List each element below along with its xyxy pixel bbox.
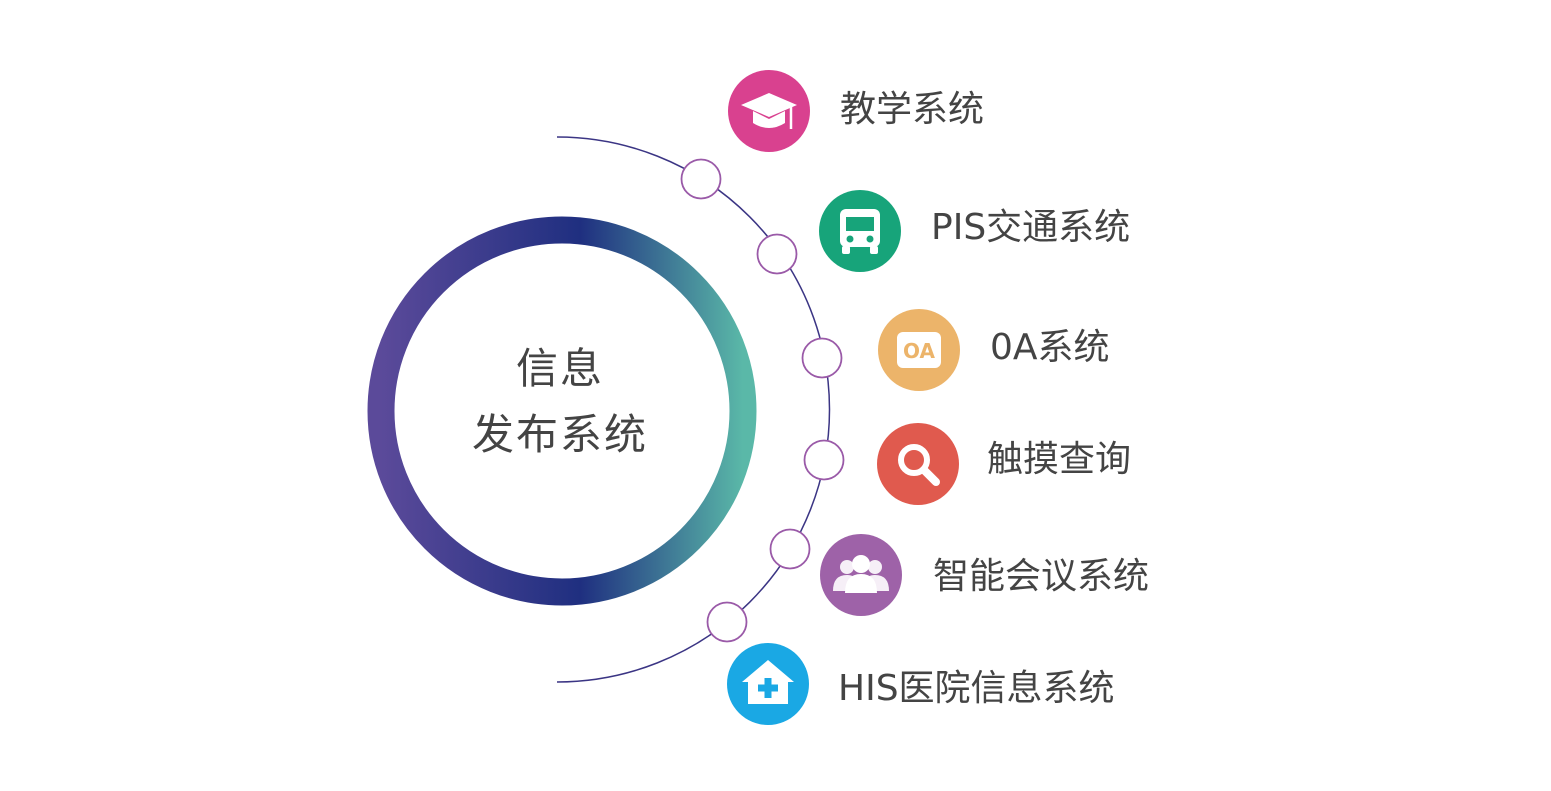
node-badge-6 [727,643,809,725]
connector-circle-6 [706,601,748,643]
node-icons: OA [727,70,960,725]
hospital-home-icon [742,660,794,704]
center-ring [367,216,757,606]
node-label-smart-meeting-system: 智能会议系统 [933,556,1150,597]
node-label-oa-system: 0A系统 [990,327,1110,368]
node-label-pis-transport-system: PIS交通系统 [931,207,1131,248]
connector-circles [680,158,845,643]
search-icon [898,444,940,486]
connector-circle-3 [801,337,843,379]
connector-circle-5 [769,528,811,570]
node-badge-4 [877,423,959,505]
node-badge-2 [819,190,901,272]
node-badge-1 [728,70,810,152]
bus-icon [840,209,880,254]
node-label-teaching-system: 教学系统 [840,89,985,130]
node-badge-circle [877,423,959,505]
oa-badge-icon: OA [897,332,941,368]
node-label-his-hospital-system: HIS医院信息系统 [838,668,1115,709]
connector-circle-2 [756,233,798,275]
center-title-line-2: 发布系统 [471,410,648,459]
oa-badge-text: OA [903,339,935,363]
center-title-line-1: 信息 [515,344,604,393]
node-badge-3: OA [878,309,960,391]
connector-circle-4 [803,439,845,481]
node-label-touch-query: 触摸查询 [987,439,1132,480]
connector-circle-1 [680,158,722,200]
people-group-icon [833,555,889,593]
node-badge-5 [820,534,902,616]
graduation-cap-icon [741,93,797,129]
